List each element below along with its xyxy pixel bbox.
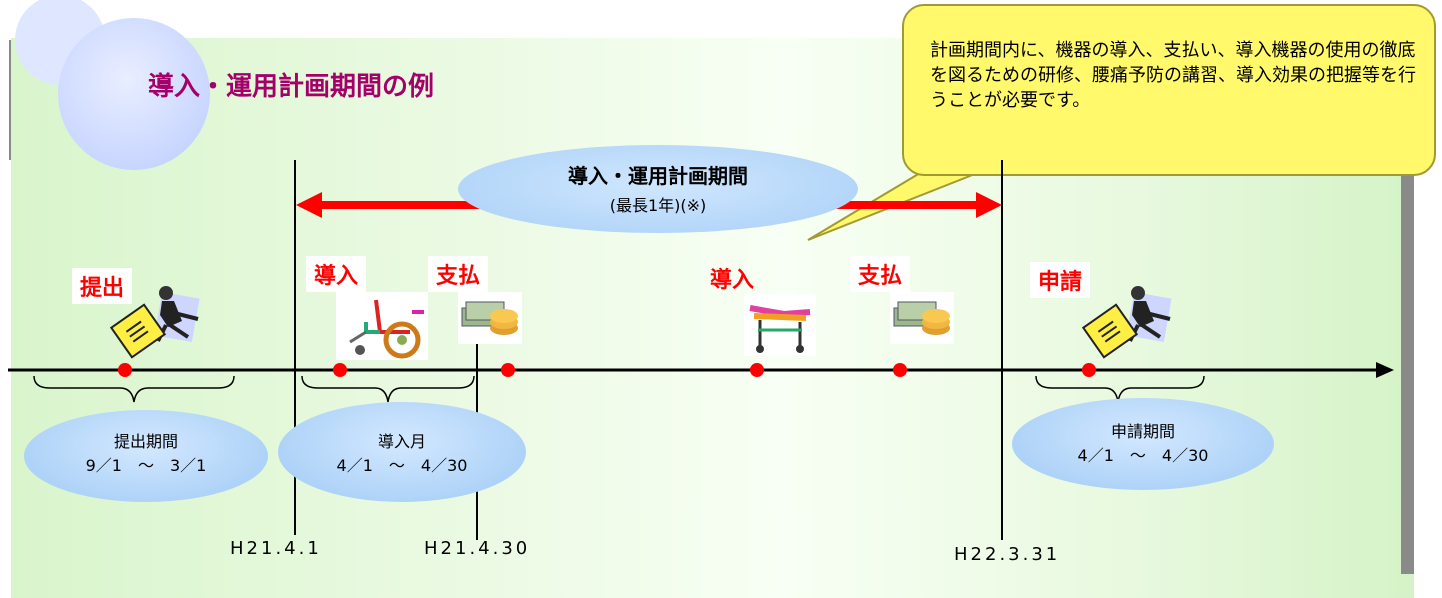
date-label-end: H22.3.31 (954, 544, 1061, 565)
date-line-start (294, 160, 296, 535)
callout-box (902, 4, 1436, 176)
timeline-event-dot (333, 363, 347, 377)
runner-document-icon (109, 286, 200, 359)
period-oval-submit-text: 提出期間 9／1 ～ 3／1 (24, 430, 268, 478)
date-line-end (1001, 160, 1003, 540)
period-oval-apply-text: 申請期間 4／1 ～ 4／30 (1012, 420, 1274, 468)
event-label-introduce: 導入 (710, 268, 755, 293)
period-oval-submit (24, 410, 268, 502)
money-icon (458, 292, 522, 344)
period-range: 9／1 ～ 3／1 (85, 456, 207, 475)
period-range: 4／1 ～ 4／30 (336, 456, 468, 475)
date-label-intro-end: H21.4.30 (424, 538, 531, 559)
panel-shadow (1401, 170, 1414, 574)
decor-circle (58, 18, 210, 170)
page-title: 導入・運用計画期間の例 (148, 72, 435, 102)
callout-text: 計画期間内に、機器の導入、支払い、導入機器の使用の徹底を図るための研修、腰痛予防… (930, 40, 1416, 111)
period-oval-introduce (278, 402, 526, 502)
event-label-introduce: 導入 (306, 256, 367, 292)
period-oval-introduce-text: 導入月 4／1 ～ 4／30 (278, 430, 526, 478)
period-label: 提出期間 (113, 432, 178, 451)
timeline-event-dot (1082, 363, 1096, 377)
period-label: 申請期間 (1110, 422, 1175, 441)
plan-period-title: 導入・運用計画期間 (568, 164, 748, 188)
event-label-submit: 提出 (72, 268, 133, 304)
event-label-payment: 支払 (428, 256, 489, 292)
stretcher-icon (744, 294, 816, 356)
period-range: 4／1 ～ 4／30 (1077, 446, 1209, 465)
period-label: 導入月 (377, 432, 426, 451)
event-label-payment: 支払 (850, 256, 911, 292)
runner-document-icon (1081, 286, 1172, 359)
period-oval-apply (1012, 398, 1274, 490)
timeline-event-dot (893, 363, 907, 377)
money-icon (890, 292, 954, 344)
plan-period-ellipse (458, 145, 858, 233)
wheelchair-icon (336, 292, 428, 360)
timeline-event-dot (501, 363, 515, 377)
timeline-event-dot (118, 363, 132, 377)
event-label-apply: 申請 (1030, 262, 1091, 298)
timeline-event-dot (750, 363, 764, 377)
plan-period-subtitle: (最長1年)(※) (609, 196, 707, 215)
date-label-start: H21.4.1 (230, 538, 322, 559)
